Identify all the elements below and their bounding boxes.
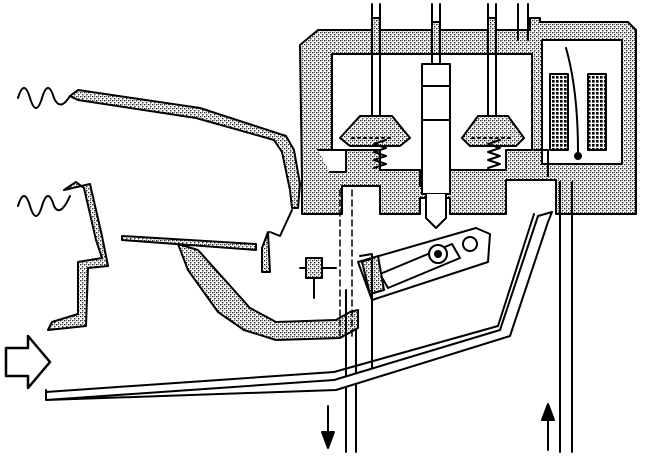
arrow-down-icon xyxy=(321,405,335,449)
float-grille-right xyxy=(587,73,607,151)
jet-tube xyxy=(339,189,353,341)
adjust-screw-icon xyxy=(299,257,337,299)
intake-bottom xyxy=(47,181,109,331)
spring-icon xyxy=(373,139,501,169)
piston-shafts xyxy=(371,3,529,133)
arrow-right-icon xyxy=(4,334,52,390)
needle-tip xyxy=(425,193,447,229)
needle-column xyxy=(421,63,451,195)
throttle-lever xyxy=(121,235,257,251)
float-grille-left xyxy=(549,73,569,151)
float-needle-tip xyxy=(574,152,582,160)
float-needle xyxy=(565,47,579,153)
fuel-line xyxy=(45,211,553,401)
spring-icon-top xyxy=(17,87,71,217)
linkage-pivot-2 xyxy=(462,236,478,252)
arrow-up-icon xyxy=(541,403,555,451)
return-pipe xyxy=(559,181,573,453)
intake-top xyxy=(69,89,301,209)
